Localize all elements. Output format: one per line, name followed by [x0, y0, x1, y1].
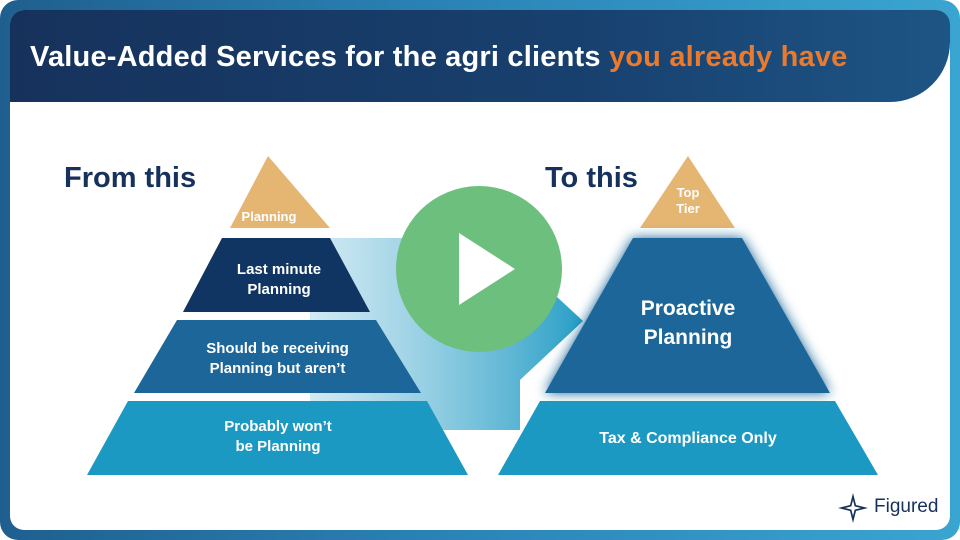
- tier-label-line: Planning: [241, 209, 297, 224]
- figured-logo: Figured: [836, 491, 946, 523]
- tier-label-line: Probably won’t: [224, 418, 332, 435]
- right-tier-2: [545, 238, 830, 393]
- left-tier-top-label: Planning: [224, 209, 314, 226]
- tier-label-line: Planning but aren’t: [209, 359, 346, 377]
- left-tier-3-label: Should be receiving Planning but aren’t: [170, 339, 385, 378]
- left-tier-2: [183, 238, 370, 312]
- tier-label-line: Planning: [247, 280, 311, 298]
- play-button[interactable]: [396, 186, 562, 352]
- right-heading: To this: [545, 162, 638, 194]
- tier-label-line: be Planning: [235, 437, 321, 455]
- left-heading: From this: [64, 162, 197, 194]
- play-icon: [459, 233, 515, 305]
- right-tier-3-label: Tax & Compliance Only: [568, 429, 808, 450]
- left-tier-4-label: Probably won’t be Planning: [178, 417, 378, 456]
- tier-label-line: Should be receiving: [206, 340, 349, 357]
- left-tier-4: [87, 401, 468, 475]
- figured-logo-icon: [838, 493, 868, 523]
- title-main: Value-Added Services for the agri client…: [30, 41, 609, 73]
- tier-label-line: Tax & Compliance Only: [599, 430, 777, 447]
- left-tier-2-label: Last minute Planning: [204, 260, 354, 299]
- figured-logo-text: Figured: [874, 496, 939, 517]
- title-accent: you already have: [608, 41, 848, 73]
- tier-label-line: Planning: [643, 326, 733, 350]
- slide-title: Value-Added Services for the agri client…: [30, 41, 847, 74]
- left-tier-3: [134, 320, 421, 393]
- right-tier-2-label: Proactive Planning: [598, 294, 778, 353]
- tier-label-line: Last minute: [236, 261, 322, 278]
- left-tier-top: [230, 156, 330, 228]
- tier-label-line: Proactive: [640, 297, 736, 320]
- right-tier-top: [640, 156, 735, 228]
- title-bar: Value-Added Services for the agri client…: [10, 10, 950, 102]
- tier-label-line: Tier: [676, 201, 700, 217]
- tier-label-line: Top: [676, 185, 700, 200]
- right-tier-3: [498, 401, 878, 475]
- right-tier-top-label: Top Tier: [658, 185, 718, 218]
